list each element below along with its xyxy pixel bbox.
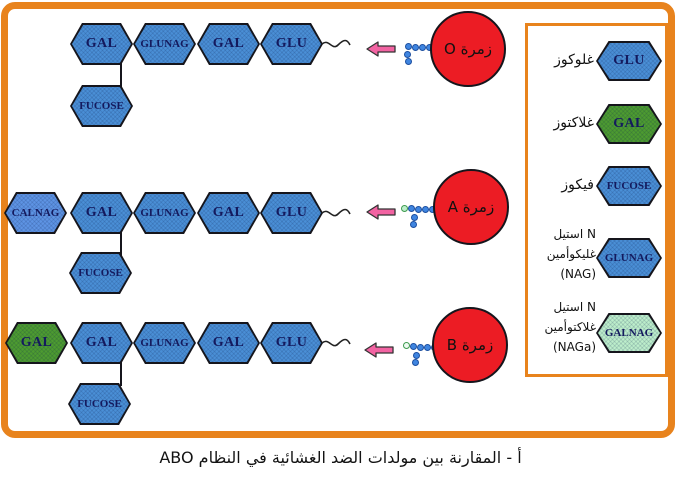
- hexagon-glunag: GLUNAG: [133, 192, 196, 234]
- hexagon-label: GAL: [212, 36, 245, 51]
- hexagon-gal: GAL: [197, 192, 260, 234]
- sugar-chain-dot: [419, 44, 426, 51]
- legend-label-galactose: غلاكتوز: [553, 115, 594, 131]
- hexagon-label: CALNAG: [11, 207, 60, 219]
- sugar-chain-dot: [412, 44, 419, 51]
- sugar-chain-dot-mint: [401, 205, 408, 212]
- sugar-chain-dot: [410, 221, 417, 228]
- hexagon-gal: GAL: [70, 322, 133, 364]
- legend-hexagon-galnag: GALNAG: [596, 313, 662, 353]
- sugar-chain-dot: [411, 214, 418, 221]
- hexagon-label: GLU: [275, 205, 308, 220]
- branch-connector: [120, 63, 122, 88]
- legend-hexagon-gal: GAL: [596, 104, 662, 144]
- branch-connector: [120, 362, 122, 386]
- hexagon-label: FUCOSE: [78, 267, 123, 279]
- legend-label-fucose: فيكوز: [561, 177, 594, 193]
- hexagon-label: GAL: [212, 335, 245, 350]
- legend-symbol: FUCOSE: [606, 180, 652, 192]
- group-b-label: زمرة B: [446, 336, 494, 354]
- hexagon-gal: GAL: [70, 23, 133, 65]
- figure-caption: أ - المقارنة بين مولدات الضد الغشائية في…: [159, 448, 522, 467]
- legend-label-naga: N استيل غلاكتوأمين (NAGa): [544, 300, 597, 354]
- hexagon-label: GAL: [85, 335, 118, 350]
- hexagon-label: GLUNAG: [140, 337, 189, 349]
- hexagon-label: GAL: [212, 205, 245, 220]
- hexagon-label: GAL: [85, 205, 118, 220]
- left-arrow-icon: [364, 342, 394, 358]
- hexagon-label: GLU: [275, 36, 308, 51]
- left-arrow-icon: [366, 41, 396, 57]
- legend-panel: GLU غلوكوز GAL غلاكتوز FUCOSE فيكوز GLUN…: [525, 23, 668, 377]
- sugar-chain-dot-ring: [403, 342, 410, 349]
- hexagon-gal: GAL: [70, 192, 133, 234]
- sugar-chain-dot: [404, 51, 411, 58]
- hexagon-label: GAL: [20, 335, 53, 350]
- membrane-squiggle-icon: [321, 39, 351, 48]
- hexagon-label: GLU: [275, 335, 308, 350]
- hexagon-gal-green: GAL: [5, 322, 68, 364]
- hexagon-label: GLUNAG: [140, 38, 189, 50]
- sugar-chain-dot: [412, 359, 419, 366]
- legend-symbol: GALNAG: [604, 327, 654, 339]
- hexagon-glunag: GLUNAG: [133, 23, 196, 65]
- branch-connector: [120, 232, 122, 256]
- group-o-label: زمرة O: [444, 40, 492, 58]
- sugar-chain-dot: [415, 206, 422, 213]
- legend-hexagon-glunag: GLUNAG: [596, 238, 662, 278]
- legend-label-nag: N استيل غليكوأمين (NAG): [546, 227, 596, 281]
- hexagon-label: GLUNAG: [140, 207, 189, 219]
- sugar-chain-dot: [424, 344, 431, 351]
- hexagon-calnag: CALNAG: [4, 192, 67, 234]
- hexagon-label: FUCOSE: [77, 398, 122, 410]
- hexagon-gal: GAL: [197, 322, 260, 364]
- hexagon-label: FUCOSE: [79, 100, 124, 112]
- hexagon-fucose: FUCOSE: [70, 85, 133, 127]
- hexagon-glu: GLU: [260, 322, 323, 364]
- group-b-cell: زمرة B: [432, 307, 508, 383]
- sugar-chain-dot: [408, 205, 415, 212]
- outer-frame: [1, 2, 675, 438]
- legend-hexagon-glu: GLU: [596, 41, 662, 81]
- hexagon-fucose: FUCOSE: [69, 252, 132, 294]
- legend-label-glucose: غلوكوز: [554, 52, 594, 68]
- legend-symbol: GLUNAG: [604, 252, 654, 264]
- hexagon-gal: GAL: [197, 23, 260, 65]
- hexagon-glunag: GLUNAG: [133, 322, 196, 364]
- left-arrow-icon: [366, 204, 396, 220]
- sugar-chain-dot: [410, 343, 417, 350]
- sugar-chain-dot: [422, 206, 429, 213]
- legend-symbol: GLU: [613, 53, 645, 68]
- hexagon-glu: GLU: [260, 23, 323, 65]
- legend-hexagon-fucose: FUCOSE: [596, 166, 662, 206]
- hexagon-label: GAL: [85, 36, 118, 51]
- membrane-squiggle-icon: [321, 208, 351, 217]
- sugar-chain-dot: [413, 352, 420, 359]
- legend-symbol: GAL: [613, 116, 645, 131]
- group-a-cell: زمرة A: [433, 169, 509, 245]
- hexagon-fucose: FUCOSE: [68, 383, 131, 425]
- sugar-chain-dot: [405, 43, 412, 50]
- sugar-chain-dot: [405, 58, 412, 65]
- group-a-label: زمرة A: [447, 198, 495, 216]
- sugar-chain-dot: [417, 344, 424, 351]
- hexagon-glu: GLU: [260, 192, 323, 234]
- group-o-cell: زمرة O: [430, 11, 506, 87]
- membrane-squiggle-icon: [321, 338, 351, 347]
